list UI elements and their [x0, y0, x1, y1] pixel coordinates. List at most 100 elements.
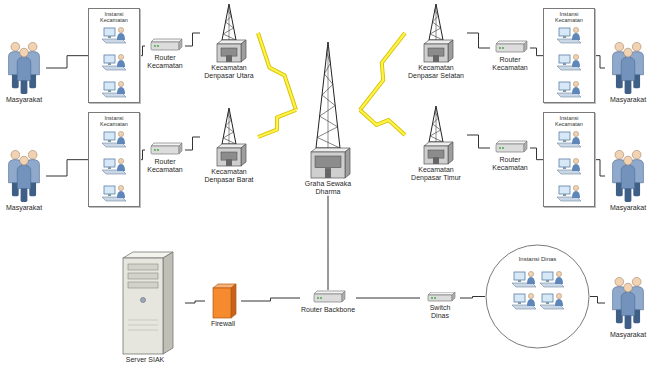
- people-icon: [2, 40, 46, 96]
- node-label: Router Kecamatan: [490, 156, 530, 172]
- node-label: Graha Sewaka Dharma: [296, 180, 360, 196]
- router-icon: [490, 40, 530, 56]
- network-link: [185, 137, 200, 150]
- network-link: [185, 33, 200, 46]
- node-label: Kecamatan Denpasar Utara: [200, 64, 258, 80]
- node-label: Masyarakat: [2, 96, 46, 104]
- link-line: [530, 148, 543, 160]
- router-icon: [490, 140, 530, 156]
- network-link: [530, 148, 543, 160]
- node-label: Router Kecamatan: [145, 158, 185, 174]
- bolt-outline: [360, 110, 405, 135]
- firewall-device: Firewall: [205, 282, 241, 328]
- wireless-link: [360, 33, 405, 110]
- link-line: [595, 160, 605, 176]
- box-icon: [547, 127, 591, 203]
- node-label: Firewall: [205, 320, 241, 328]
- node-label: Instansi Kecamatan: [546, 115, 592, 127]
- people-group: Masyarakat: [605, 40, 651, 104]
- node-label: Instansi Kecamatan: [91, 11, 137, 23]
- node-label: Server SIAK: [105, 356, 185, 364]
- server-machine: Server SIAK: [105, 250, 185, 364]
- router-device: Router Kecamatan: [490, 140, 530, 172]
- link-line: [140, 46, 145, 56]
- people-group: Masyarakat: [605, 275, 651, 339]
- people-group: Masyarakat: [605, 148, 651, 212]
- tower-icon: [200, 2, 258, 64]
- people-icon: [2, 148, 46, 204]
- bolt-line: [258, 110, 296, 137]
- server-icon: [105, 250, 185, 356]
- network-link: [467, 135, 490, 148]
- router-icon: [300, 290, 356, 306]
- router-icon: [145, 38, 185, 54]
- node-label: Instansi Kecamatan: [91, 115, 137, 127]
- network-link: [46, 160, 88, 176]
- tower-icon: [405, 2, 467, 64]
- office-box: Instansi Kecamatan: [543, 8, 595, 103]
- wireless-link: [258, 33, 296, 110]
- bolt-outline: [258, 33, 296, 110]
- bolt-line: [258, 33, 296, 110]
- link-line: [140, 150, 145, 160]
- office-box: Instansi Kecamatan: [88, 112, 140, 207]
- node-label: Switch Dinas: [420, 304, 460, 320]
- network-link: [530, 48, 543, 56]
- node-label: Router Backbone: [300, 306, 356, 314]
- people-icon: [605, 275, 651, 331]
- link-line: [185, 33, 200, 46]
- link-line: [590, 297, 605, 304]
- network-link: [356, 298, 420, 299]
- bolt-line: [360, 110, 405, 135]
- office-box: Instansi Kecamatan: [543, 112, 595, 207]
- node-label: Router Kecamatan: [490, 56, 530, 72]
- wireless-link: [258, 110, 296, 137]
- box-icon: [547, 23, 591, 99]
- link-line: [185, 137, 200, 150]
- radio-tower: Kecamatan Denpasar Selatan: [405, 2, 467, 80]
- link-line: [595, 56, 605, 68]
- people-icon: [605, 148, 651, 204]
- bolt-outline: [258, 110, 296, 137]
- link-line: [467, 135, 490, 148]
- bolt-line: [360, 33, 405, 110]
- network-link: [185, 301, 205, 303]
- network-link: [241, 298, 300, 301]
- network-link: [595, 160, 605, 176]
- node-label: Masyarakat: [2, 204, 46, 212]
- node-label: Instansi Dinas: [485, 244, 590, 263]
- node-label: Masyarakat: [605, 331, 651, 339]
- node-label: Kecamatan Denpasar Selatan: [405, 64, 467, 80]
- node-label: Router Kecamatan: [145, 54, 185, 70]
- node-label: Kecamatan Denpasar Barat: [200, 168, 258, 184]
- node-label: Masyarakat: [605, 204, 651, 212]
- radio-tower: Kecamatan Denpasar Utara: [200, 2, 258, 80]
- box-icon: [92, 23, 136, 99]
- tower-icon: [200, 106, 258, 168]
- switch-icon: [420, 292, 460, 304]
- link-line: [530, 48, 543, 56]
- link-line: [460, 297, 485, 299]
- bigtower-icon: [296, 40, 360, 180]
- link-line: [185, 301, 205, 303]
- network-link: [140, 150, 145, 160]
- node-label: Masyarakat: [605, 96, 651, 104]
- network-link: [328, 196, 329, 290]
- wireless-link: [360, 110, 405, 135]
- office-circle: Instansi Dinas: [485, 244, 590, 349]
- bolt-outline: [360, 33, 405, 110]
- network-link: [595, 56, 605, 68]
- network-link: [140, 46, 145, 56]
- router-icon: [145, 142, 185, 158]
- router-device: Router Kecamatan: [490, 40, 530, 72]
- central-tower: Graha Sewaka Dharma: [296, 40, 360, 196]
- link-line: [241, 298, 300, 301]
- switch-device: Switch Dinas: [420, 292, 460, 320]
- tower-icon: [405, 104, 467, 166]
- link-line: [46, 56, 88, 68]
- firewall-icon: [205, 282, 241, 320]
- people-group: Masyarakat: [2, 40, 46, 104]
- people-icon: [605, 40, 651, 96]
- link-line: [467, 33, 490, 48]
